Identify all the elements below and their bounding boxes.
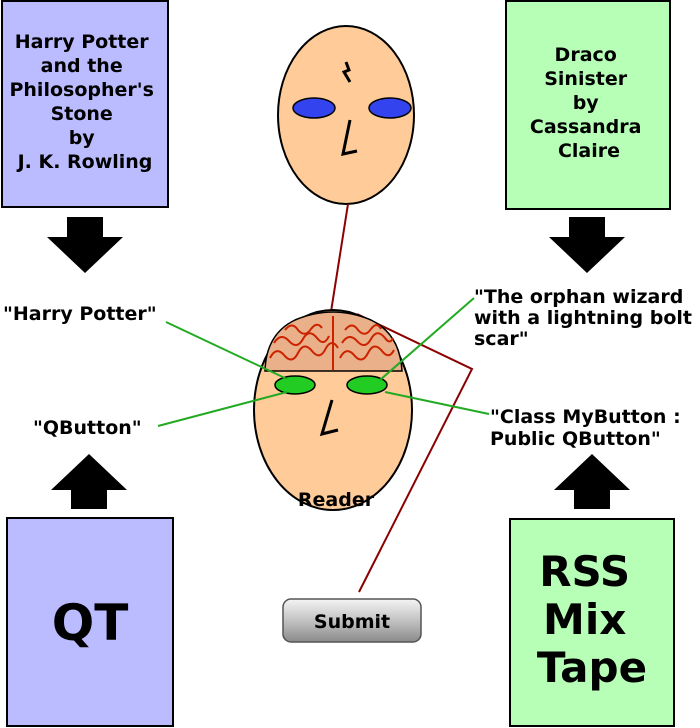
author-face <box>277 25 415 205</box>
svg-text:Draco Sinister by: Draco Sinister by Cassandra Claire <box>530 44 648 162</box>
label-orphan-wizard: scar" <box>474 328 529 350</box>
arrow-up-icon <box>554 454 630 509</box>
source-box-label: RSS <box>539 547 630 596</box>
connection-lines-green <box>157 297 490 427</box>
label-harry-potter: "Harry Potter" <box>3 303 157 325</box>
book-author-by: by <box>69 127 96 149</box>
submit-button[interactable]: Submit <box>282 598 422 643</box>
arrow-up-icon <box>51 454 127 509</box>
source-box-label: Tape <box>537 643 647 692</box>
nose-icon <box>341 119 358 156</box>
book-author-name: Claire <box>558 140 620 162</box>
nose-icon <box>319 399 339 437</box>
book-box-draco-sinister: Draco Sinister by Cassandra Claire <box>505 0 671 210</box>
book-title-line: Philosopher's <box>9 79 153 101</box>
svg-text:Harry Potter and the: Harry Potter and the Philosopher's Stone… <box>9 31 160 173</box>
label-orphan-wizard: with a lightning bolt <box>474 307 692 329</box>
label-class-mybutton: Public QButton" <box>490 428 661 450</box>
book-title-line: Sinister <box>544 68 628 90</box>
book-author-by: by <box>573 92 600 114</box>
label-qbutton: "QButton" <box>33 417 142 439</box>
arrow-down-icon <box>549 217 625 273</box>
source-box-rss-mix-tape: RSS Mix Tape <box>509 518 675 727</box>
eye-icon <box>368 97 412 119</box>
reader-label: Reader <box>298 489 375 511</box>
source-box-qt: QT <box>6 517 174 727</box>
book-author-name: Cassandra <box>530 116 642 138</box>
label-orphan-wizard: "The orphan wizard <box>474 286 683 308</box>
svg-text:"Class MyButton : Public Q: "Class MyButton : Public QButton" <box>490 406 687 450</box>
brain-folds-icon <box>269 316 395 370</box>
eye-icon <box>292 97 336 119</box>
eye-icon <box>274 375 316 395</box>
connection-lines-red <box>329 203 474 593</box>
book-title-line: and the <box>41 55 123 77</box>
book-box-harry-potter: Harry Potter and the Philosopher's Stone… <box>1 0 169 208</box>
arrow-down-icon <box>47 217 123 273</box>
submit-button-label: Submit <box>314 611 390 633</box>
book-title-line: Harry Potter <box>15 31 149 53</box>
label-class-mybutton: "Class MyButton : <box>490 406 681 428</box>
eye-icon <box>346 375 388 395</box>
source-box-label: QT <box>52 594 129 652</box>
book-title-line: Stone <box>51 103 113 125</box>
svg-text:"The orphan wizard with a: "The orphan wizard with a lightning bolt… <box>474 286 699 350</box>
book-author-name: J. K. Rowling <box>16 151 153 173</box>
lightning-scar-icon <box>341 61 352 83</box>
source-box-label: Mix <box>543 595 626 644</box>
reader-face: Reader <box>253 309 413 511</box>
svg-text:RSS Mix Tape: RSS Mix Tape <box>537 547 647 692</box>
book-title-line: Draco <box>555 44 617 66</box>
